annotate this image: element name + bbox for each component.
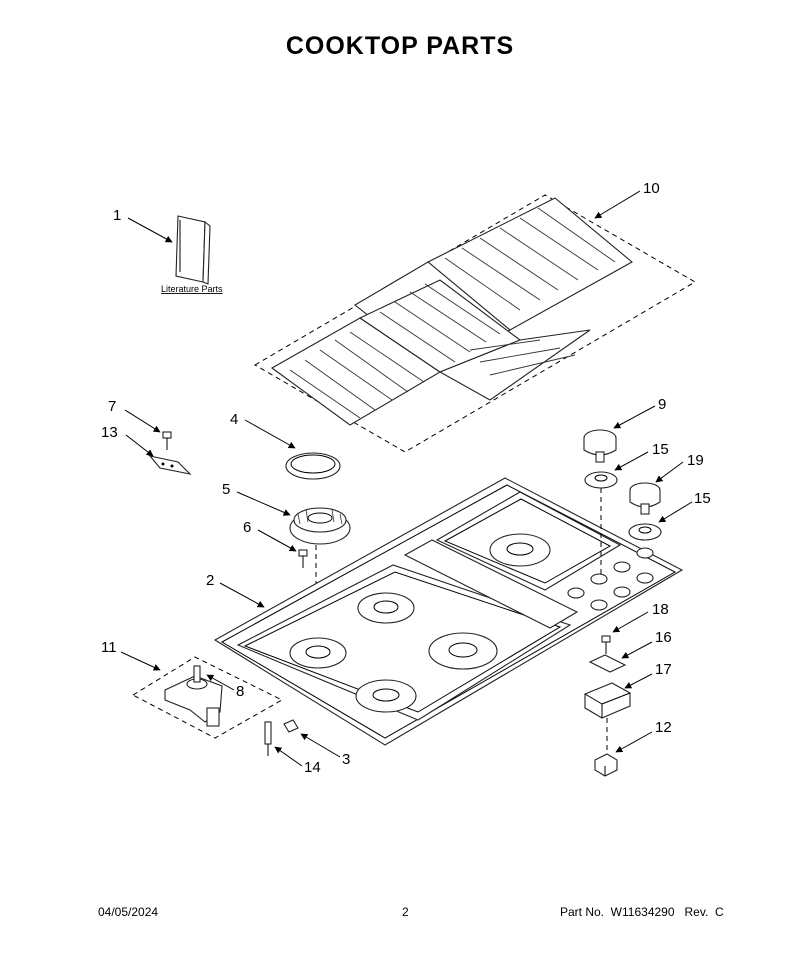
- leader-lines: [120, 190, 693, 767]
- callout-2: 2: [206, 572, 214, 589]
- valve-assembly-11: [131, 656, 284, 739]
- footer-part-number: Part No. W11634290 Rev. C: [560, 905, 724, 919]
- callout-8: 8: [236, 683, 244, 700]
- callout-9: 9: [658, 396, 666, 413]
- burner-cap-4: [285, 452, 341, 480]
- callout-3: 3: [342, 751, 350, 768]
- screw-18: [601, 635, 611, 654]
- clip-3: [283, 719, 299, 733]
- callout-13: 13: [101, 424, 118, 441]
- label-16: [588, 654, 627, 673]
- callout-18: 18: [652, 601, 669, 618]
- bracket-13: [148, 455, 192, 475]
- footer-date: 04/05/2024: [98, 905, 159, 919]
- callout-4: 4: [230, 411, 238, 428]
- callout-7: 7: [108, 398, 116, 415]
- grates-assembly: [254, 194, 696, 453]
- callout-15-upper: 15: [652, 441, 669, 458]
- callout-5: 5: [222, 481, 230, 498]
- callout-11: 11: [101, 639, 117, 656]
- switch-housing-17: [584, 682, 631, 719]
- callout-17: 17: [655, 661, 672, 678]
- burner-right-back: [428, 632, 498, 670]
- callout-19: 19: [687, 452, 704, 469]
- bezel-15-upper: [584, 471, 618, 489]
- screw-6: [298, 549, 308, 568]
- burner-upper-well: [489, 533, 551, 567]
- callout-15-lower: 15: [694, 490, 711, 507]
- callout-14: 14: [304, 759, 321, 776]
- callout-12: 12: [655, 719, 672, 736]
- cooktop-body-2: [213, 477, 684, 746]
- knob-9: [583, 429, 617, 463]
- literature-parts-label: Literature Parts: [161, 284, 223, 294]
- burner-right-front: [355, 679, 417, 713]
- footer-page-number: 2: [402, 905, 409, 919]
- burner-left-back: [357, 592, 415, 624]
- callout-16: 16: [655, 629, 672, 646]
- burner-left-front: [289, 637, 347, 669]
- callout-10: 10: [643, 180, 660, 197]
- callout-1: 1: [113, 207, 121, 224]
- page-title: COOKTOP PARTS: [285, 32, 515, 60]
- literature-booklet: [175, 215, 211, 285]
- screw-7: [162, 431, 172, 450]
- bezel-15-lower: [628, 523, 662, 541]
- igniter-14: [264, 721, 272, 756]
- connector-12: [594, 753, 618, 777]
- knob-19: [629, 482, 661, 515]
- callout-6: 6: [243, 519, 251, 536]
- knob-holes: [567, 547, 654, 611]
- burner-base-5: [289, 507, 351, 545]
